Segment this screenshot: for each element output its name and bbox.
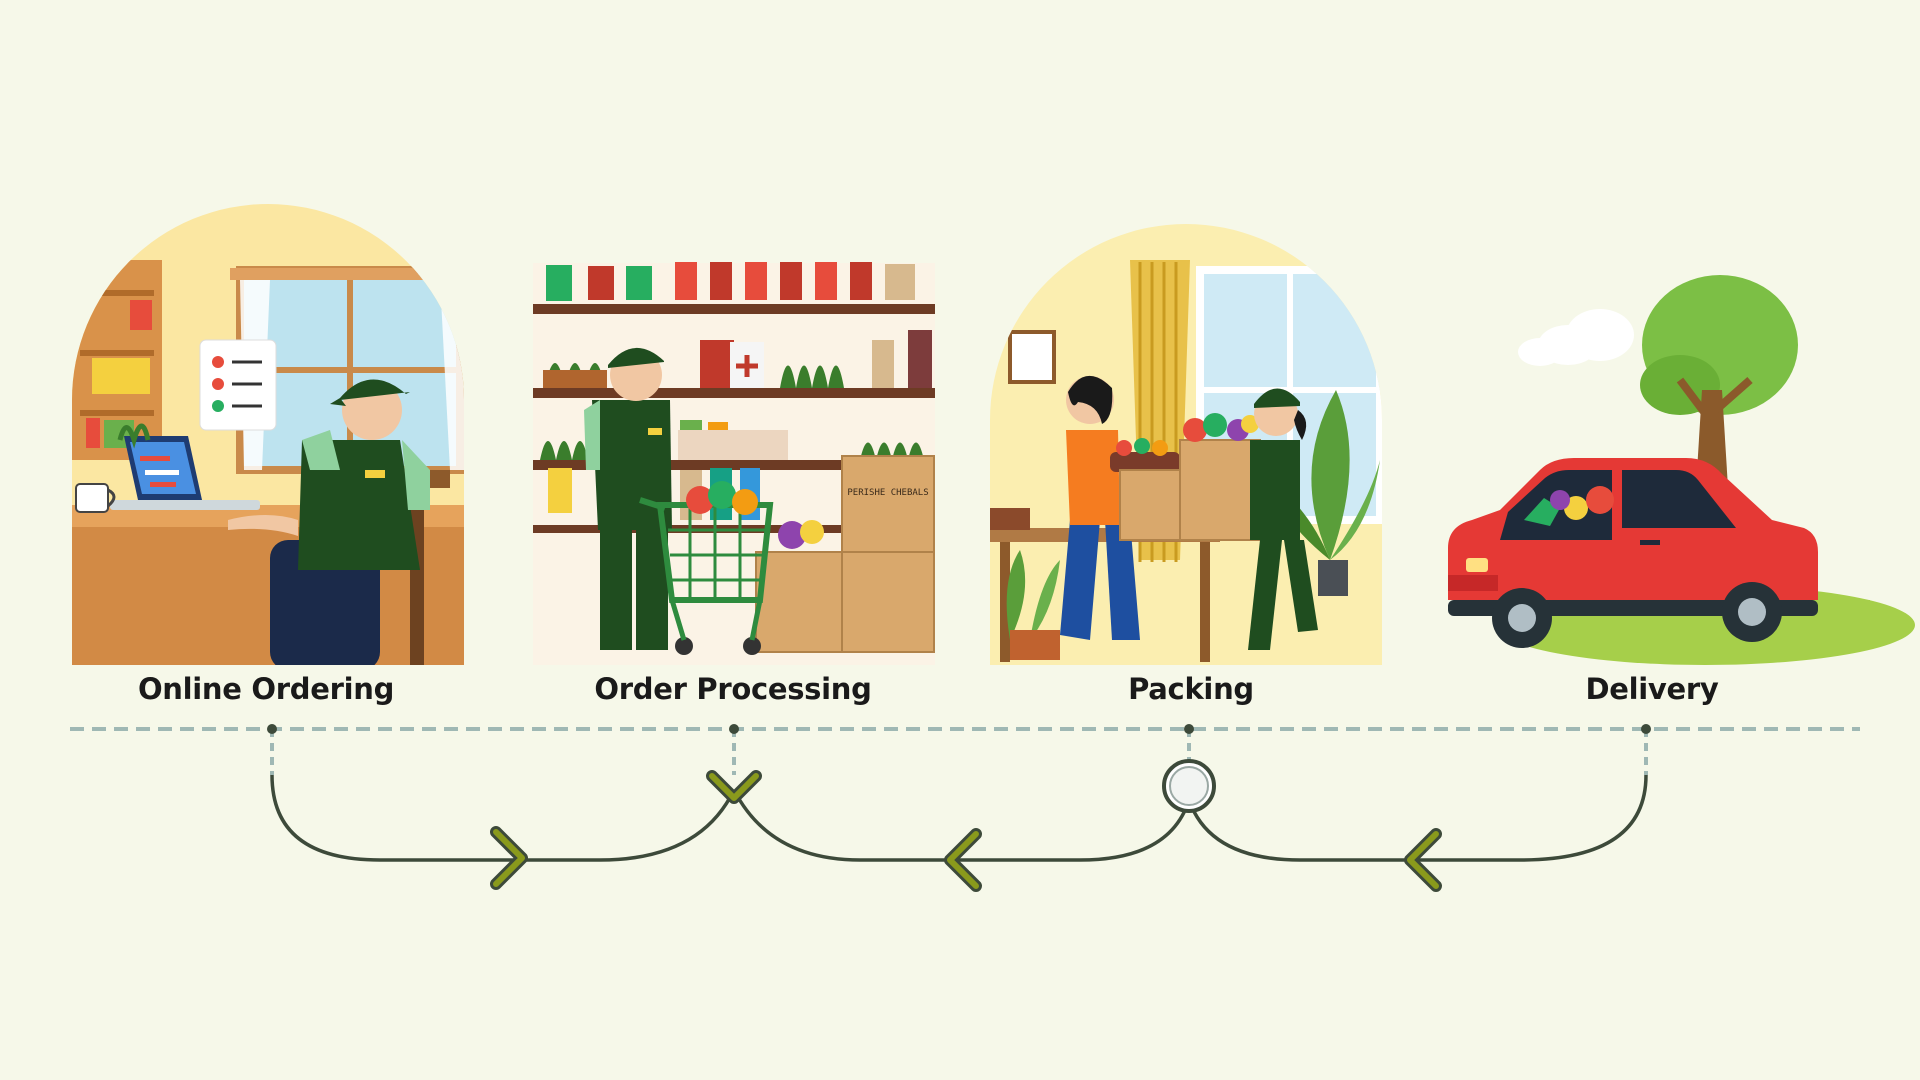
step-label-online-ordering: Online Ordering <box>137 672 395 706</box>
step-label-packing: Packing <box>1128 672 1254 706</box>
flow-arrow-right-1 <box>490 826 528 890</box>
flow-arrow-down <box>706 770 762 804</box>
delivery-illustration <box>1448 275 1915 665</box>
step-label-order-processing: Order Processing <box>594 672 872 706</box>
flow-path <box>270 774 1648 862</box>
flow-junction-node <box>1162 759 1216 813</box>
timeline <box>70 724 1860 775</box>
online-ordering-illustration <box>72 204 464 665</box>
packing-illustration <box>990 224 1382 665</box>
step-label-delivery: Delivery <box>1585 672 1719 706</box>
order-processing-illustration <box>533 262 935 665</box>
flow-arrow-left-3 <box>1404 828 1442 892</box>
box-label-left: PERISHE CHEBALS <box>847 488 928 498</box>
flow-arrow-left-2 <box>944 828 982 892</box>
